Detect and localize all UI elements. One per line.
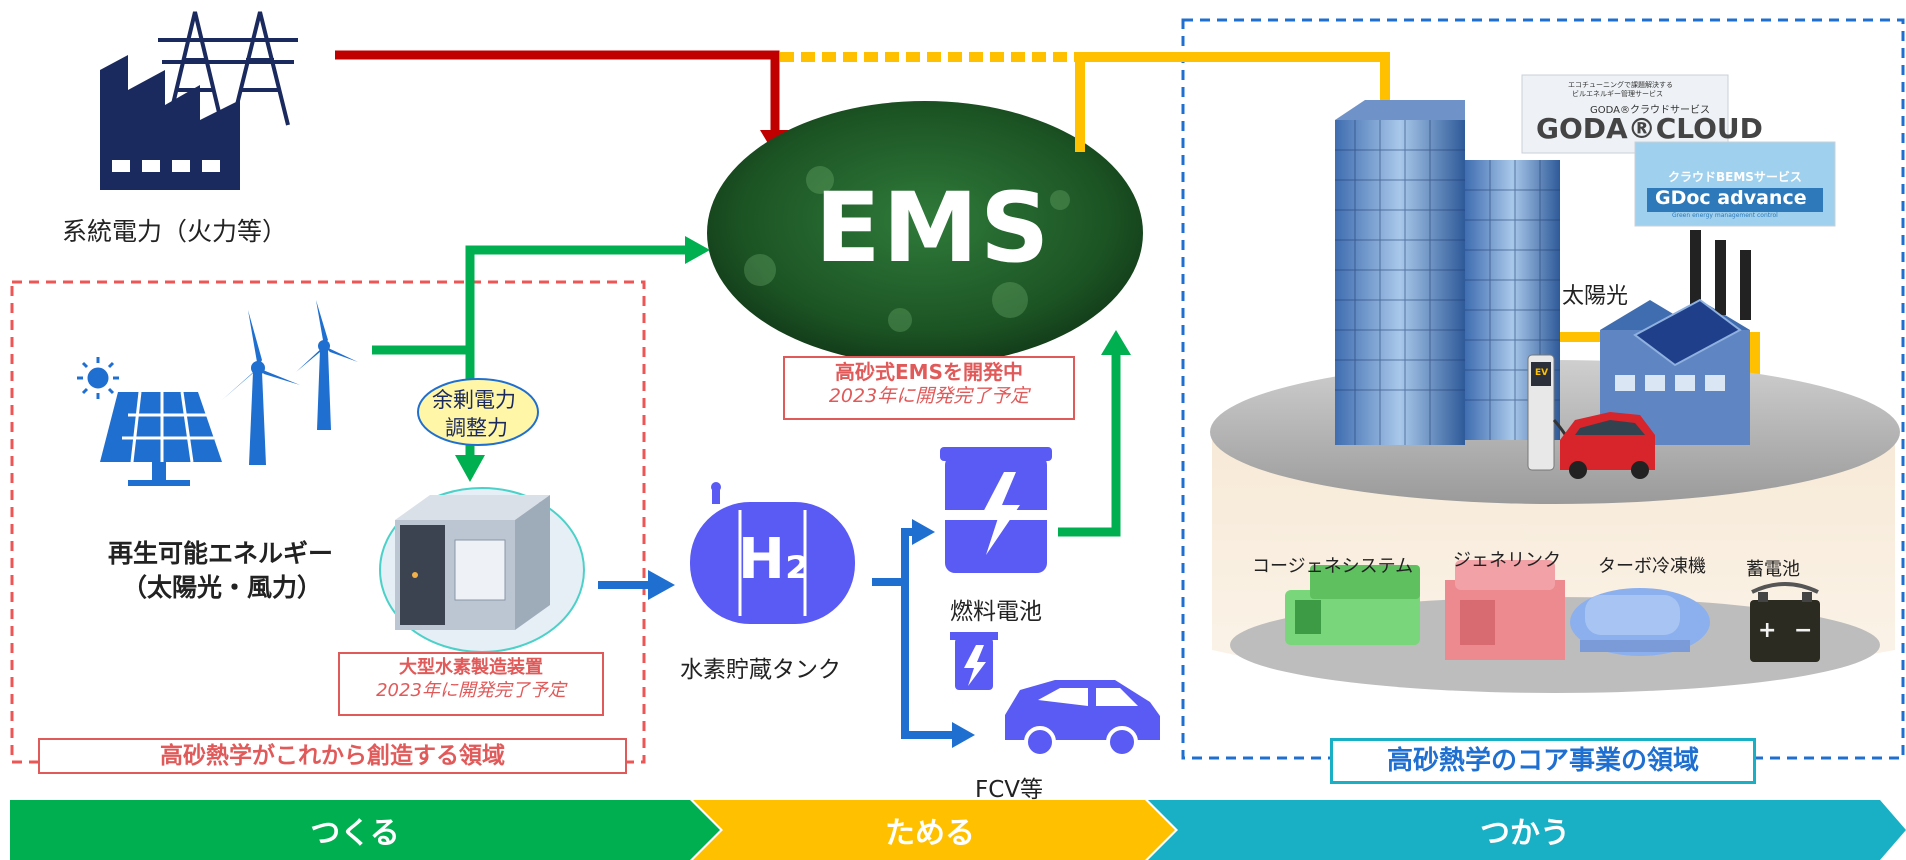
battery-plus-sign: + — [1758, 618, 1777, 643]
gdoc-sub-label: Green energy management control — [1672, 212, 1778, 219]
equipment-turbo-chiller-label: ターボ冷凍機 — [1598, 556, 1706, 577]
phase-create-label: つくる — [310, 816, 400, 851]
core-domain-frame — [1181, 18, 1905, 760]
wind-turbine-icon — [222, 300, 358, 465]
phase-use — [1148, 800, 1906, 860]
phase-create — [10, 800, 720, 860]
turbo-chiller-icon — [1570, 588, 1710, 656]
sun-icon — [77, 357, 119, 399]
factory-pylon-icon — [100, 11, 298, 190]
electrolyzer-note: 大型水素製造装置 2023年に開発完了予定 — [338, 652, 604, 716]
create-domain-label: 高砂熱学がこれから創造する領域 — [38, 738, 627, 774]
ems-ellipse — [707, 101, 1143, 365]
ems-dev-schedule: 2023年に開発完了予定 — [828, 385, 1030, 407]
fcv-label: FCV等 — [975, 777, 1044, 803]
equipment-cogeneration-label: コージェネシステム — [1252, 556, 1414, 577]
solar-label: 太陽光 — [1562, 284, 1629, 309]
gdoc-service-label: クラウドBEMSサービス — [1668, 170, 1802, 184]
ems-dev-title: 高砂式EMSを開発中 — [835, 360, 1023, 384]
goda-tagline-2: ビルエネルギー管理サービス — [1572, 90, 1663, 98]
goda-cloud-logo: GODA®CLOUD — [1536, 112, 1763, 145]
phase-store — [693, 800, 1175, 860]
hydrogen-tank-label: 水素貯蔵タンク — [680, 657, 841, 683]
phase-use-label: つかう — [1480, 816, 1570, 851]
ems-dev-note: 高砂式EMSを開発中 2023年に開発完了予定 — [783, 356, 1075, 420]
surplus-label-line1: 余剰電力 — [432, 388, 516, 412]
ems-logo: EMS — [815, 172, 1052, 284]
fuel-cell-icon — [940, 447, 1052, 573]
surplus-label-line2: 調整力 — [445, 416, 508, 440]
surplus-power-badge — [417, 378, 539, 446]
goda-cloud-banner — [1521, 74, 1729, 154]
goda-tagline-1: エコチューニングで課題解決する — [1568, 81, 1673, 89]
office-buildings — [1335, 100, 1560, 445]
cogeneration-icon — [1285, 565, 1420, 645]
fuel-cell-label: 燃料電池 — [950, 599, 1042, 625]
battery-minus-sign: − — [1794, 618, 1813, 643]
battery-icon — [1750, 582, 1820, 662]
equipment-genelink-label: ジェネリンク — [1453, 550, 1561, 571]
grid-power-label: 系統電力（火力等） — [62, 217, 288, 246]
phase-band — [10, 800, 1906, 860]
hydrogen-flows — [598, 528, 955, 739]
goda-service-label: GODA®クラウドサービス — [1590, 105, 1710, 116]
electrolyzer-title: 大型水素製造装置 — [399, 657, 543, 678]
phase-store-label: ためる — [885, 816, 975, 851]
ev-charger-label: EV — [1535, 368, 1549, 378]
fcv-car-icon — [950, 632, 1160, 758]
hydrogen-symbol: H₂ — [738, 527, 810, 592]
factory-with-solar — [1600, 230, 1751, 445]
core-domain-label: 高砂熱学のコア事業の領域 — [1330, 738, 1756, 784]
gdoc-advance-logo: GDoc advance — [1655, 187, 1807, 209]
equipment-battery-label: 蓄電池 — [1746, 559, 1800, 580]
ev-charger-icon — [1527, 354, 1578, 471]
renewable-label-line2: （太陽光・風力） — [122, 573, 323, 602]
electric-car-icon — [1560, 412, 1655, 479]
electrolyzer-schedule: 2023年に開発完了予定 — [376, 679, 566, 701]
hydrogen-tank-icon — [690, 502, 855, 624]
grid-to-ems-arrow — [335, 50, 780, 135]
renewable-label-line1: 再生可能エネルギー — [108, 539, 334, 568]
genelink-icon — [1445, 560, 1565, 660]
